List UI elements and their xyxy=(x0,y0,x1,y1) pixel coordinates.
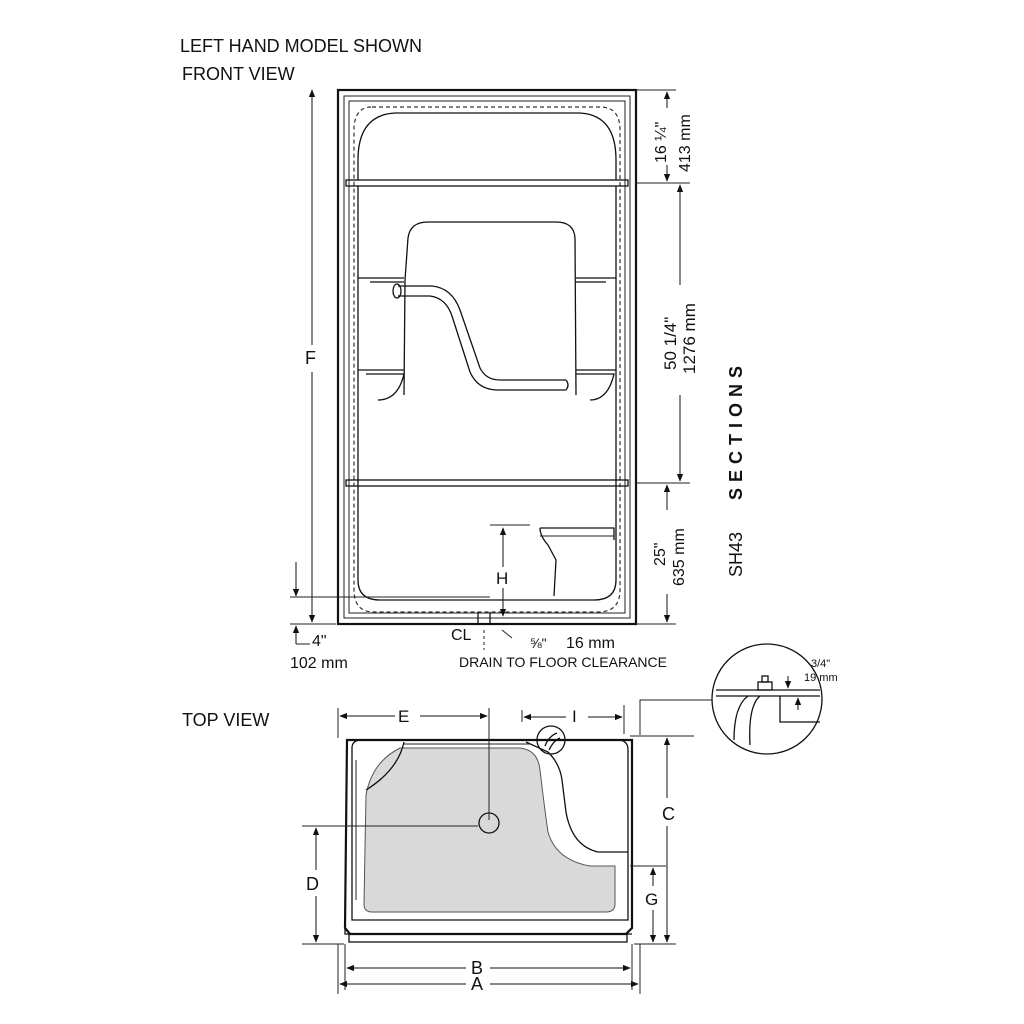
dimension-i: I xyxy=(521,705,625,734)
bottom-section-in: 25" xyxy=(652,543,669,566)
sections-label: SECTIONS xyxy=(726,360,746,500)
dimension-c-label: C xyxy=(662,804,675,824)
dimension-e-label: E xyxy=(398,707,409,726)
shelf-right-lower xyxy=(576,369,616,401)
base-in-label: 4" xyxy=(312,633,327,650)
shelf-left-upper xyxy=(358,277,404,283)
dimension-base: 4" 102 mm xyxy=(290,562,490,672)
drain-clearance: CL ⅝" 16 mm DRAIN TO FLOOR CLEARANCE xyxy=(451,627,667,670)
top-section-in: 16 ¼" xyxy=(653,122,670,163)
bottom-section-mm: 635 mm xyxy=(671,528,688,586)
drain-in-label: ⅝" xyxy=(530,635,547,651)
centerline-label: CL xyxy=(451,627,472,644)
dimension-b-label: B xyxy=(471,958,483,978)
back-panel-shape xyxy=(404,221,577,396)
drain-note: DRAIN TO FLOOR CLEARANCE xyxy=(459,654,667,670)
dimension-e: E xyxy=(337,707,490,820)
drain xyxy=(477,612,491,625)
drain-mm-label: 16 mm xyxy=(566,635,615,652)
valve-circle xyxy=(536,725,566,755)
dimension-h-label: H xyxy=(496,569,508,588)
dimension-d-label: D xyxy=(306,874,319,894)
flange-detail: 3/4" 19 mm xyxy=(639,643,838,755)
dimension-h: H xyxy=(490,524,530,617)
dimension-b: B xyxy=(344,944,633,990)
section-dimensions: 16 ¼" 413 mm 50 1/4" 1276 mm 25" 635 mm xyxy=(636,89,699,625)
front-dashed-outline xyxy=(353,106,621,613)
dimension-f-label: F xyxy=(305,348,316,368)
detail-circle xyxy=(711,643,823,755)
top-view xyxy=(343,725,634,943)
base-mm-label: 102 mm xyxy=(290,655,348,672)
shelf-right-upper xyxy=(576,277,616,283)
top-view-title: TOP VIEW xyxy=(182,710,269,730)
front-outer-frame xyxy=(336,88,638,626)
dimension-a-label: A xyxy=(471,974,483,994)
flange-mm-label: 19 mm xyxy=(804,672,838,684)
dimension-g: G xyxy=(630,865,666,943)
shelf-left-lower xyxy=(358,369,405,401)
middle-section-mm: 1276 mm xyxy=(680,303,699,374)
front-view-title: FRONT VIEW xyxy=(182,64,295,84)
front-view xyxy=(336,88,638,650)
flange-in-label: 3/4" xyxy=(811,658,830,670)
middle-section-in: 50 1/4" xyxy=(661,317,680,370)
dimension-d: D xyxy=(302,825,478,945)
dimension-f: F xyxy=(290,89,336,625)
dimension-c: C xyxy=(630,735,694,945)
bottom-section-joint xyxy=(345,479,629,487)
shower-floor xyxy=(363,747,616,913)
top-section-joint xyxy=(345,179,629,187)
dimension-a: A xyxy=(337,944,641,994)
seat xyxy=(539,527,615,597)
model-code: SH43 xyxy=(726,532,746,577)
model-note: LEFT HAND MODEL SHOWN xyxy=(180,36,422,56)
dimension-i-label: I xyxy=(572,707,577,726)
dimension-g-label: G xyxy=(645,890,658,909)
top-section-mm: 413 mm xyxy=(677,114,694,172)
grab-bar xyxy=(398,285,566,381)
